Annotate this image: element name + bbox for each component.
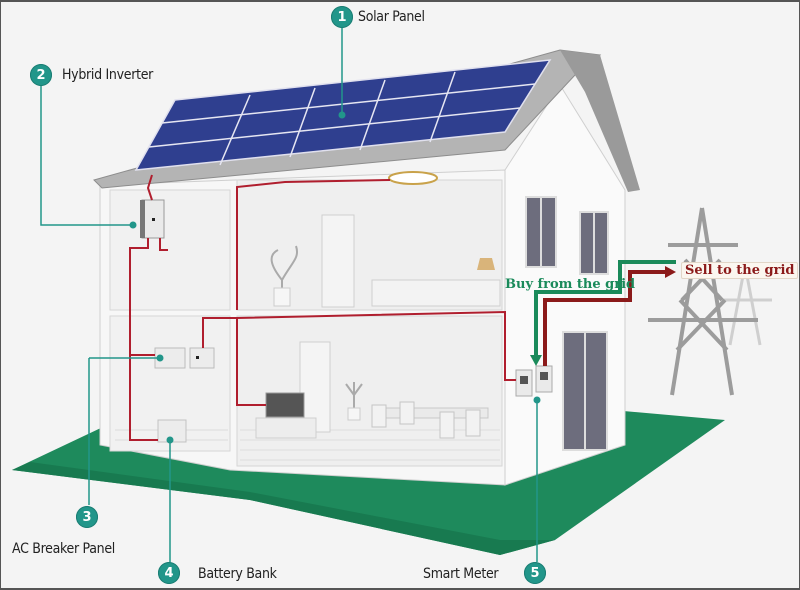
callout-dots: [129, 111, 541, 444]
label-solar-panel: Solar Panel: [358, 9, 425, 25]
badge-smart-meter: 5: [524, 562, 546, 584]
badge-ac-breaker-panel: 3: [76, 506, 98, 528]
plant-lower: [345, 382, 363, 410]
buy-arrowhead: [530, 355, 542, 366]
ceiling-light: [388, 171, 438, 185]
lawn-front: [12, 462, 555, 555]
label-battery-bank: Battery Bank: [198, 566, 277, 582]
tv-stand: [255, 417, 317, 439]
label-smart-meter: Smart Meter: [423, 566, 499, 582]
buy-arrow-line: [534, 260, 676, 355]
bed: [371, 279, 501, 307]
buy-from-grid-label: Buy from the grid: [505, 277, 636, 292]
roof-gable-edge: [560, 50, 640, 192]
room-upper-left: [109, 189, 231, 311]
lamp: [477, 258, 495, 270]
room-lower-right: [236, 315, 503, 467]
sell-arrow-line: [543, 270, 665, 366]
tv: [265, 392, 305, 418]
badge-battery-bank: 4: [158, 562, 180, 584]
badge-hybrid-inverter: 2: [30, 64, 52, 86]
badge-solar-panel: 1: [331, 6, 353, 28]
interior-door-upper: [321, 214, 355, 308]
ac-wiring: [129, 174, 516, 441]
label-ac-breaker-panel: AC Breaker Panel: [12, 541, 115, 557]
transmission-tower-far: [722, 264, 772, 346]
solar-panel-grid: [148, 71, 536, 166]
sell-arrowhead: [665, 266, 676, 278]
callout-lines: [40, 28, 538, 562]
sell-to-grid-label: Sell to the grid: [681, 262, 799, 279]
chairs: [371, 401, 481, 439]
transmission-tower: [648, 207, 758, 396]
label-hybrid-inverter: Hybrid Inverter: [62, 67, 154, 83]
